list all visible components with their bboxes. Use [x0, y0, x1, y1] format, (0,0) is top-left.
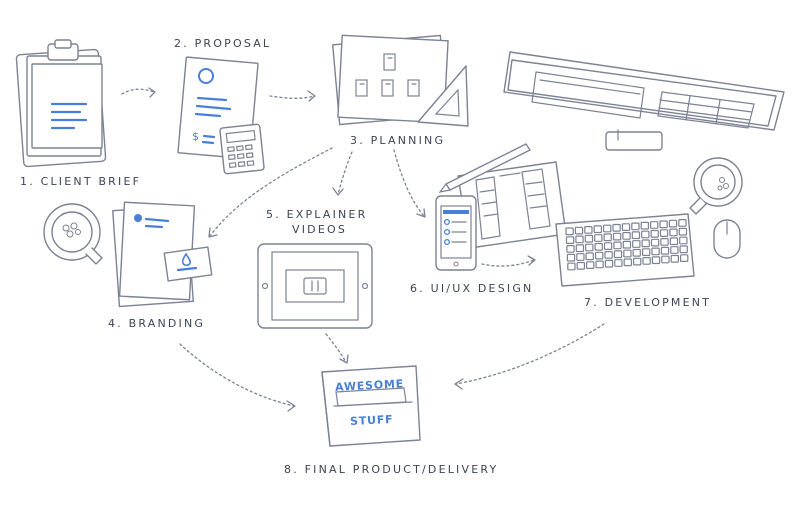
coffee-cup-icon	[43, 203, 103, 265]
delivery-box-icon: AWESOME STUFF	[321, 365, 421, 447]
set-square-icon	[417, 65, 469, 127]
clipboard-icon	[15, 39, 107, 168]
box-label-stuff: STUFF	[350, 413, 394, 428]
keyboard-icon	[555, 213, 695, 287]
calculator-icon	[219, 123, 265, 175]
step-label-explainer: 5. EXPLAINER	[266, 208, 368, 221]
step-label-ui-ux-design: 6. UI/UX DESIGN	[410, 282, 534, 295]
step-label-client-brief: 1. CLIENT BRIEF	[20, 175, 142, 188]
step-label-planning: 3. PLANNING	[350, 134, 446, 147]
planning-board-icon	[332, 34, 449, 126]
step-label-development: 7. DEVELOPMENT	[584, 296, 712, 309]
branding-stationery-icon	[112, 201, 213, 308]
step-label-final-product: 8. FINAL PRODUCT/DELIVERY	[284, 463, 499, 476]
svg-text:$: $	[192, 130, 199, 143]
coffee-cup-icon	[689, 157, 743, 215]
flow-arrows	[121, 87, 605, 412]
video-tablet-icon	[257, 243, 373, 329]
pencil-icon	[438, 143, 531, 193]
box-label-awesome: AWESOME	[335, 377, 405, 394]
smartphone-icon	[435, 195, 477, 271]
step-label-videos: VIDEOS	[292, 223, 348, 236]
step-label-proposal: 2. PROPOSAL	[174, 37, 272, 50]
monitor-icon	[503, 51, 785, 151]
mouse-icon	[713, 219, 741, 259]
step-label-branding: 4. BRANDING	[108, 317, 206, 330]
